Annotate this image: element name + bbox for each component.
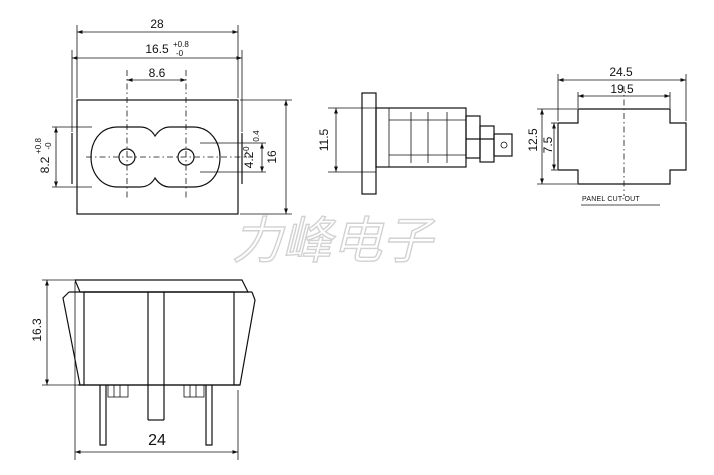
front-view: 28 16.5 +0.8 -0 8.6 16 8.2 +0.8 -0 4.2 0… bbox=[34, 17, 292, 215]
width-overall-label: 28 bbox=[150, 17, 164, 31]
side-body bbox=[375, 107, 467, 168]
bottom-view: 16.3 24 bbox=[30, 279, 256, 460]
socket-height-tol-plus: +0.8 bbox=[34, 138, 43, 154]
width-inner-tol-minus: -0 bbox=[176, 49, 184, 58]
pin-height-label: 4.2 bbox=[242, 151, 256, 168]
bottom-right-flange bbox=[234, 291, 256, 386]
side-terminal-hole bbox=[500, 141, 508, 149]
bottom-right-lead bbox=[205, 385, 213, 446]
bottom-height-label: 16.3 bbox=[30, 318, 44, 342]
pin-height-tol-plus: 0.4 bbox=[252, 130, 261, 142]
socket-height-tol-minus: -0 bbox=[44, 142, 53, 150]
pin-height-tol-minus: -0 bbox=[242, 146, 251, 154]
panel-cutout-label: PANEL CUT-OUT bbox=[582, 196, 640, 203]
cutout-height-overall-label: 12.5 bbox=[526, 128, 540, 152]
bottom-right-terminal bbox=[183, 384, 205, 398]
bottom-top-plate bbox=[74, 279, 249, 293]
panel-cutout-view: 24.5 19.5 12.5 7.5 PANEL CUT-OUT bbox=[526, 65, 687, 206]
bottom-width-label: 24 bbox=[148, 432, 166, 449]
panel-cutout-outline bbox=[557, 108, 687, 185]
width-inner-label: 16.5 bbox=[145, 42, 169, 56]
side-terminal-mid bbox=[479, 125, 495, 163]
bottom-left-terminal bbox=[107, 384, 129, 398]
side-view: 11.5 bbox=[317, 92, 513, 195]
pin-spacing-label: 8.6 bbox=[149, 66, 166, 80]
side-terminal-base bbox=[465, 115, 481, 159]
watermark-text: 力峰电子 bbox=[232, 212, 435, 270]
socket-height-label: 8.2 bbox=[38, 156, 52, 173]
cutout-width-inner-label: 19.5 bbox=[610, 82, 634, 96]
side-height-label: 11.5 bbox=[317, 128, 331, 151]
cutout-height-inner-label: 7.5 bbox=[541, 136, 555, 153]
height-overall-label: 16 bbox=[265, 150, 279, 164]
bottom-left-lead bbox=[99, 385, 107, 446]
cutout-width-overall-label: 24.5 bbox=[609, 65, 633, 79]
bottom-left-flange bbox=[62, 291, 84, 386]
width-inner-tol-plus: +0.8 bbox=[173, 40, 189, 49]
socket-outline bbox=[90, 126, 221, 188]
side-terminal-tab bbox=[493, 133, 513, 157]
bottom-body bbox=[83, 291, 235, 386]
